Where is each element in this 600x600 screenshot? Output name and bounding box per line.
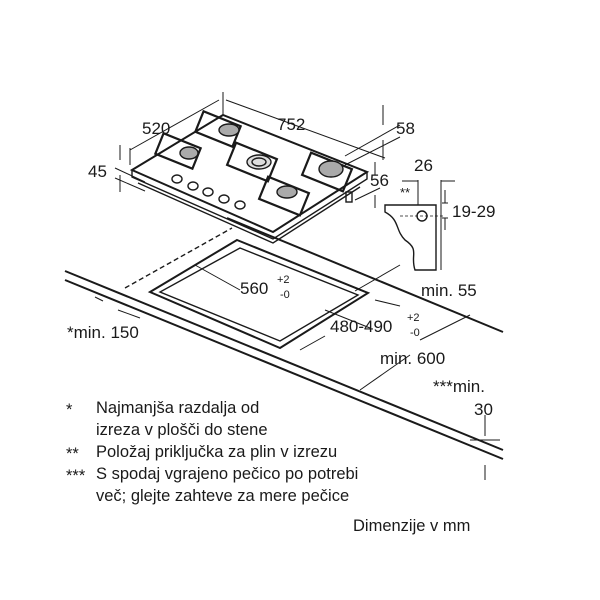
dim-min-side: *min. 150	[67, 323, 139, 342]
note-3-marker: ***	[66, 467, 86, 485]
cutout-inner	[158, 247, 360, 342]
units-label: Dimenzije v mm	[353, 517, 471, 535]
note-3-text: S spodaj vgrajeno pečico po potrebi	[96, 465, 359, 483]
note-2-text: Položaj priključka za plin v izrezu	[96, 443, 338, 461]
cutout-outer	[147, 238, 371, 350]
dim-width: 752	[277, 115, 306, 134]
dim-cutout-width: 560 +2 -0	[240, 275, 290, 301]
counter-back-edge	[226, 217, 504, 333]
dim-cutout-depth: 480-490 +2 -0	[330, 313, 420, 339]
dim-connector-offset: 26	[414, 156, 433, 175]
note-2-marker: **	[66, 445, 79, 463]
dim-height-front: 45	[88, 162, 107, 181]
dim-min-thickness-label: ***min.	[433, 377, 485, 396]
cutout-depth-value: 480-490	[330, 317, 393, 336]
hob-drawing	[129, 109, 370, 244]
dim-depth: 520	[142, 119, 171, 138]
gas-connector-detail	[384, 204, 445, 271]
counter-front-edge-top	[64, 270, 504, 451]
cutout-width-value: 560	[240, 279, 269, 298]
note-3-text-line2: več; glejte zahteve za mere pečice	[96, 487, 350, 505]
counter-front-edge-bottom	[64, 279, 504, 460]
cutout-depth-tol-plus: +2	[407, 312, 420, 324]
dim-min-back: min. 55	[421, 281, 477, 300]
dim-height-rear: 56	[370, 171, 389, 190]
dim-min-depth: min. 600	[380, 349, 446, 368]
dimension-lines	[94, 92, 500, 480]
connector-marker: **	[400, 185, 411, 200]
cutout-width-tol-plus: +2	[277, 274, 290, 286]
cutout-width-tol-minus: -0	[280, 289, 290, 301]
wall-dashed-line	[124, 227, 233, 289]
dim-connector-height: 19-29	[452, 202, 496, 221]
dim-height-back: 58	[396, 119, 415, 138]
dim-min-thickness-value: 30	[474, 400, 493, 419]
note-1-text-line2: izreza v plošči do stene	[96, 421, 268, 439]
cutout-depth-tol-minus: -0	[410, 327, 420, 339]
note-1-text: Najmanjša razdalja od	[96, 399, 260, 417]
note-1-marker: *	[66, 401, 73, 419]
